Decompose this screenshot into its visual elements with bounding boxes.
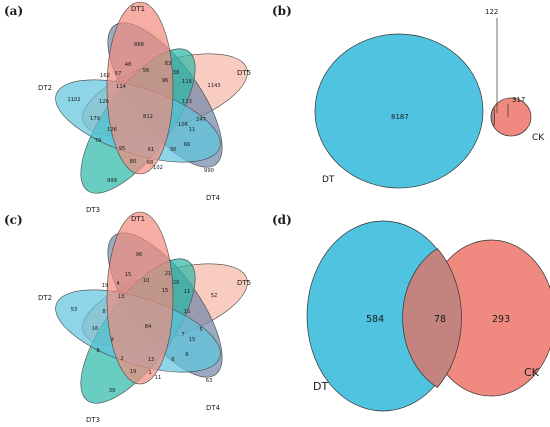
overlap-count-label: 122 bbox=[485, 8, 498, 16]
set-dt1-ellipse bbox=[106, 1, 174, 175]
panel-c-ellipses bbox=[55, 211, 248, 404]
count-label: 96 bbox=[136, 252, 143, 258]
panel-a-set-label-4: DT4 bbox=[206, 194, 221, 202]
dt-only-count-label: 8187 bbox=[391, 113, 409, 121]
count-label: 5 bbox=[199, 327, 202, 333]
panel-b-label: (b) bbox=[272, 4, 292, 18]
overlap-count-label: 78 bbox=[434, 314, 446, 325]
panel-a-ellipses bbox=[55, 1, 248, 194]
count-label: 53 bbox=[71, 307, 78, 313]
count-label: 1143 bbox=[207, 83, 220, 89]
set-dt-circle bbox=[314, 33, 484, 189]
panel-b-set-label-1: DT bbox=[322, 175, 335, 185]
count-label: 19 bbox=[130, 369, 137, 375]
count-label: 79 bbox=[95, 138, 102, 144]
panel-c: (c) DT1 DT2 DT3 DT4 DT5 96 53 39 63 52 1… bbox=[4, 211, 251, 424]
count-label: 8 bbox=[102, 309, 105, 315]
count-label: 15 bbox=[162, 288, 169, 294]
count-label: 80 bbox=[130, 159, 137, 165]
panel-a: (a) DT1 DT2 DT3 DT4 DT5 868 1102 999 990… bbox=[4, 1, 251, 214]
count-label: 999 bbox=[107, 178, 117, 184]
count-label: 868 bbox=[134, 42, 144, 48]
panel-a-set-label-5: DT5 bbox=[237, 69, 251, 77]
count-label: 102 bbox=[153, 165, 163, 171]
count-label: 21 bbox=[165, 271, 172, 277]
count-label: 2 bbox=[120, 356, 123, 362]
count-label: 20 bbox=[173, 280, 180, 286]
panel-c-label: (c) bbox=[4, 213, 23, 227]
count-label: 11 bbox=[189, 127, 196, 133]
count-label: 7 bbox=[181, 332, 184, 338]
panel-c-set-label-2: DT2 bbox=[38, 294, 52, 302]
count-label: 113 bbox=[182, 99, 192, 105]
count-label: 83 bbox=[165, 61, 172, 67]
count-label: 8 bbox=[96, 348, 99, 354]
panel-c-counts: 96 53 39 63 52 15 21 19 4 10 20 11 13 15… bbox=[71, 252, 218, 394]
panel-d-label: (d) bbox=[272, 213, 292, 227]
panel-a-set-label-1: DT1 bbox=[131, 5, 145, 13]
count-label: 15 bbox=[184, 309, 191, 315]
count-label: 9 bbox=[110, 337, 113, 343]
panel-a-label: (a) bbox=[4, 4, 23, 18]
panel-c-set-label-4: DT4 bbox=[206, 404, 221, 412]
count-label: 15 bbox=[125, 272, 132, 278]
set-overlap-region bbox=[402, 248, 462, 388]
panel-d-set-label-2: CK bbox=[524, 366, 540, 379]
panel-a-set-label-3: DT3 bbox=[86, 206, 100, 214]
count-label: 30 bbox=[170, 147, 177, 153]
count-label: 63 bbox=[206, 378, 213, 384]
count-label: 38 bbox=[173, 70, 180, 76]
panel-a-set-label-2: DT2 bbox=[38, 84, 52, 92]
set-overlap-region bbox=[490, 106, 495, 128]
panel-c-set-label-1: DT1 bbox=[131, 215, 145, 223]
count-label: 10 bbox=[143, 278, 150, 284]
panel-c-set-label-3: DT3 bbox=[86, 416, 100, 424]
count-label: 39 bbox=[109, 388, 116, 394]
count-label: 16 bbox=[92, 326, 99, 332]
count-label: 126 bbox=[99, 99, 109, 105]
count-label: 247 bbox=[196, 117, 206, 123]
count-label: 13 bbox=[118, 294, 125, 300]
panel-b-set-label-2: CK bbox=[532, 133, 545, 143]
count-label: 84 bbox=[145, 324, 152, 330]
panel-d: (d) 584 78 293 DT CK bbox=[272, 213, 550, 412]
count-label: 126 bbox=[107, 127, 117, 133]
count-label: 106 bbox=[178, 122, 188, 128]
panel-b: (b) 122 317 8187 DT CK bbox=[272, 4, 545, 189]
count-label: 11 bbox=[184, 289, 191, 295]
set-dt1-ellipse bbox=[106, 211, 174, 385]
count-label: 19 bbox=[102, 283, 109, 289]
count-label: 57 bbox=[115, 71, 122, 77]
count-label: 162 bbox=[100, 73, 110, 79]
count-label: 990 bbox=[204, 168, 214, 174]
count-label: 95 bbox=[119, 146, 126, 152]
count-label: 4 bbox=[116, 281, 120, 287]
count-label: 114 bbox=[116, 84, 127, 90]
panel-a-counts: 868 1102 999 990 1143 48 83 162 57 56 38… bbox=[67, 42, 220, 184]
count-label: 6 bbox=[185, 352, 188, 358]
count-label: 66 bbox=[184, 142, 191, 148]
count-label: 1102 bbox=[67, 97, 80, 103]
panel-c-set-label-5: DT5 bbox=[237, 279, 251, 287]
panel-d-set-label-1: DT bbox=[313, 380, 328, 393]
count-label: 6 bbox=[171, 357, 174, 363]
count-label: 96 bbox=[162, 78, 169, 84]
count-label: 15 bbox=[189, 337, 196, 343]
count-label: 1 bbox=[148, 370, 151, 376]
count-label: 116 bbox=[182, 79, 192, 85]
count-label: 11 bbox=[155, 375, 162, 381]
dt-only-count-label: 584 bbox=[366, 314, 384, 325]
count-label: 48 bbox=[125, 62, 132, 68]
ck-only-count-label: 317 bbox=[512, 96, 525, 104]
count-label: 68 bbox=[147, 160, 154, 166]
count-label: 812 bbox=[143, 114, 153, 120]
count-label: 61 bbox=[148, 147, 155, 153]
count-label: 56 bbox=[143, 68, 150, 74]
count-label: 13 bbox=[148, 357, 155, 363]
ck-only-count-label: 293 bbox=[492, 314, 510, 325]
count-label: 179 bbox=[90, 116, 100, 122]
count-label: 52 bbox=[211, 293, 218, 299]
